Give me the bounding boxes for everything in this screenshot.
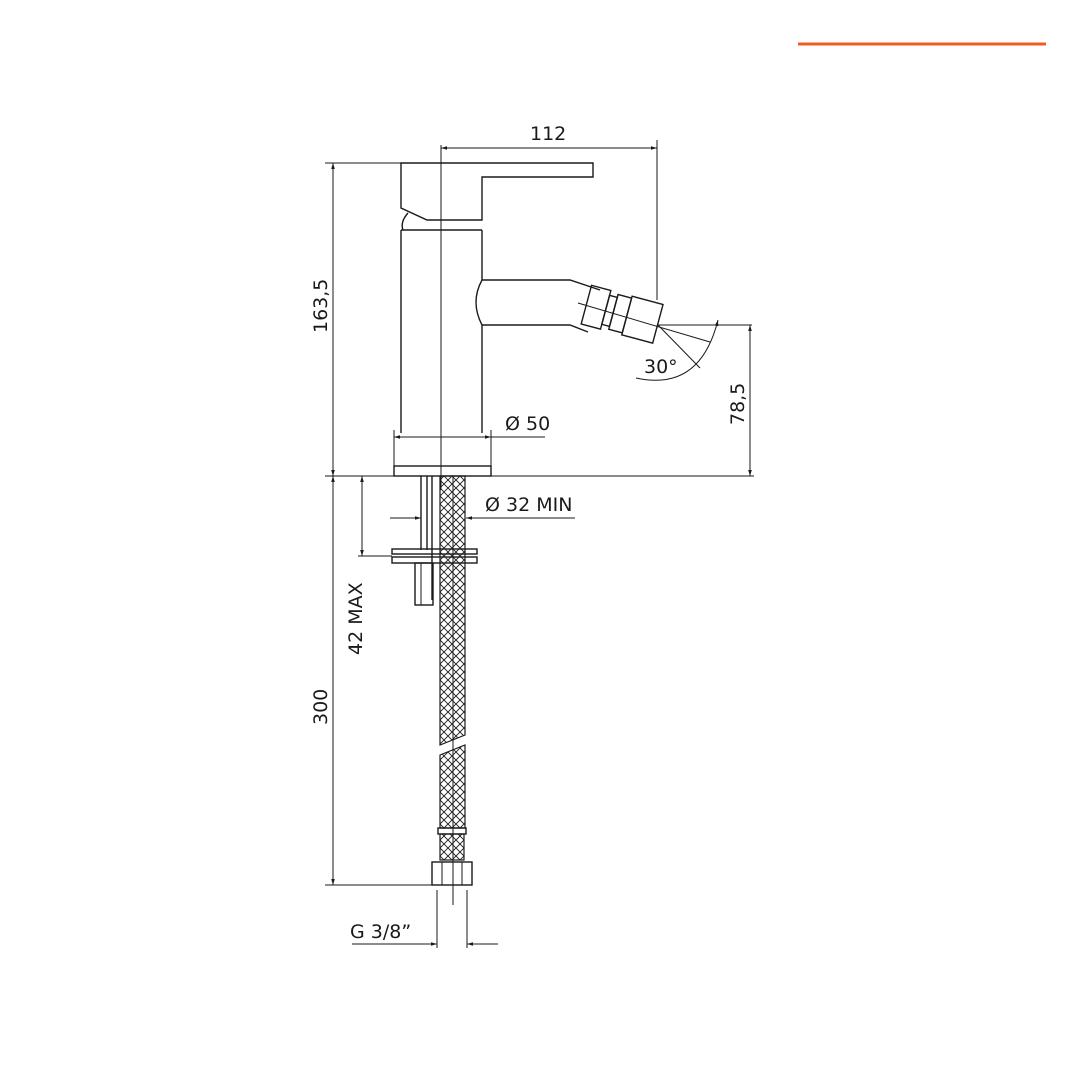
width-label: 112 [530, 123, 566, 145]
mounting-shank [391, 476, 478, 606]
thread-label: G 3/8” [350, 921, 411, 943]
body-height-label: 163,5 [310, 279, 332, 333]
base-diameter-label: Ø 50 [505, 413, 550, 435]
spout-height-label: 78,5 [727, 383, 749, 425]
angle-label: 30° [644, 356, 678, 378]
spray-angle-dimension: 30° [635, 319, 752, 381]
deck-thickness-label: 42 MAX [345, 582, 367, 655]
hose-length-dimension: 300 [310, 476, 432, 886]
spout-height-dimension: 78,5 [727, 325, 752, 476]
braided-hose [431, 475, 473, 905]
width-dimension: 112 [441, 123, 658, 300]
base-diameter-dimension: Ø 50 [393, 413, 550, 466]
hole-diameter-label: Ø 32 MIN [485, 494, 572, 516]
mixer-handle [400, 162, 594, 221]
body-height-dimension: 163,5 [310, 162, 401, 476]
hole-diameter-dimension: Ø 32 MIN [390, 494, 575, 520]
hose-length-label: 300 [310, 689, 332, 725]
deck-thickness-dimension: 42 MAX [345, 476, 392, 655]
mixer-body [393, 212, 492, 477]
thread-dimension: G 3/8” [350, 890, 498, 948]
spout [475, 279, 711, 344]
